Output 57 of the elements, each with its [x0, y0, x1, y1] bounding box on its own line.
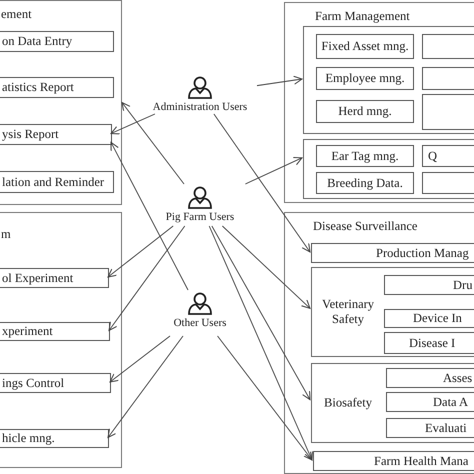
module-group: [311, 363, 474, 443]
module-box: xperiment: [0, 322, 110, 341]
arrow: [108, 336, 184, 438]
module-group: [303, 139, 474, 199]
arrow: [222, 226, 310, 309]
module-group: [303, 26, 474, 134]
module-box: Herd mng.: [316, 100, 414, 123]
user-role-label: Other Users: [172, 317, 228, 329]
module-box: hicle mng.: [0, 429, 109, 448]
module-group: [311, 267, 474, 357]
module-box: Employee mng.: [316, 67, 414, 90]
arrow: [211, 226, 310, 400]
panel-title: m: [1, 227, 11, 242]
arrow: [110, 336, 170, 382]
module-box: Ear Tag mng.: [316, 145, 414, 167]
arrow: [122, 102, 184, 184]
arrow: [110, 142, 188, 290]
module-box: lation and Reminder: [0, 171, 114, 193]
arrow: [244, 157, 302, 184]
empty-box: [422, 67, 474, 90]
module-panel: [0, 212, 122, 468]
module-box: Fixed Asset mng.: [316, 34, 414, 59]
panel-title: Farm Management: [315, 9, 410, 24]
module-box: ings Control: [0, 373, 111, 393]
module-box: Farm Health Mana: [313, 451, 474, 471]
module-box: Data A: [386, 392, 474, 412]
group-label: Biosafety: [323, 396, 373, 410]
user-role-label: Pig Farm Users: [164, 211, 236, 223]
module-panel: [284, 2, 474, 203]
user-role-label: Administration Users: [152, 101, 248, 113]
group-label: Veterinary Safety: [320, 297, 376, 327]
module-box: on Data Entry: [0, 31, 114, 52]
module-box: Breeding Data.: [316, 172, 414, 194]
empty-box: [422, 34, 474, 59]
module-box: Evaluati: [386, 418, 474, 438]
arrow: [108, 226, 174, 278]
module-panel: [284, 212, 474, 474]
arrow: [110, 114, 156, 134]
module-box: ol Experiment: [0, 268, 109, 288]
module-box: Dru: [384, 275, 474, 295]
empty-box: [422, 172, 474, 194]
arrow: [213, 114, 310, 252]
module-box: Device In: [384, 309, 474, 328]
arrow: [217, 336, 312, 460]
arrow: [108, 226, 186, 331]
arrow: [256, 76, 302, 86]
module-box: ysis Report: [0, 124, 112, 145]
module-box: Asses: [386, 368, 474, 388]
panel-title: Disease Surveillance: [313, 219, 418, 234]
module-box: atistics Report: [0, 77, 114, 98]
arrow: [208, 226, 313, 460]
module-panel: [0, 0, 122, 205]
empty-box: [422, 94, 474, 130]
panel-title: ement: [1, 7, 32, 22]
module-box: Q: [422, 145, 474, 167]
module-box: Disease I: [384, 332, 474, 354]
module-box: Production Manag: [311, 243, 474, 263]
